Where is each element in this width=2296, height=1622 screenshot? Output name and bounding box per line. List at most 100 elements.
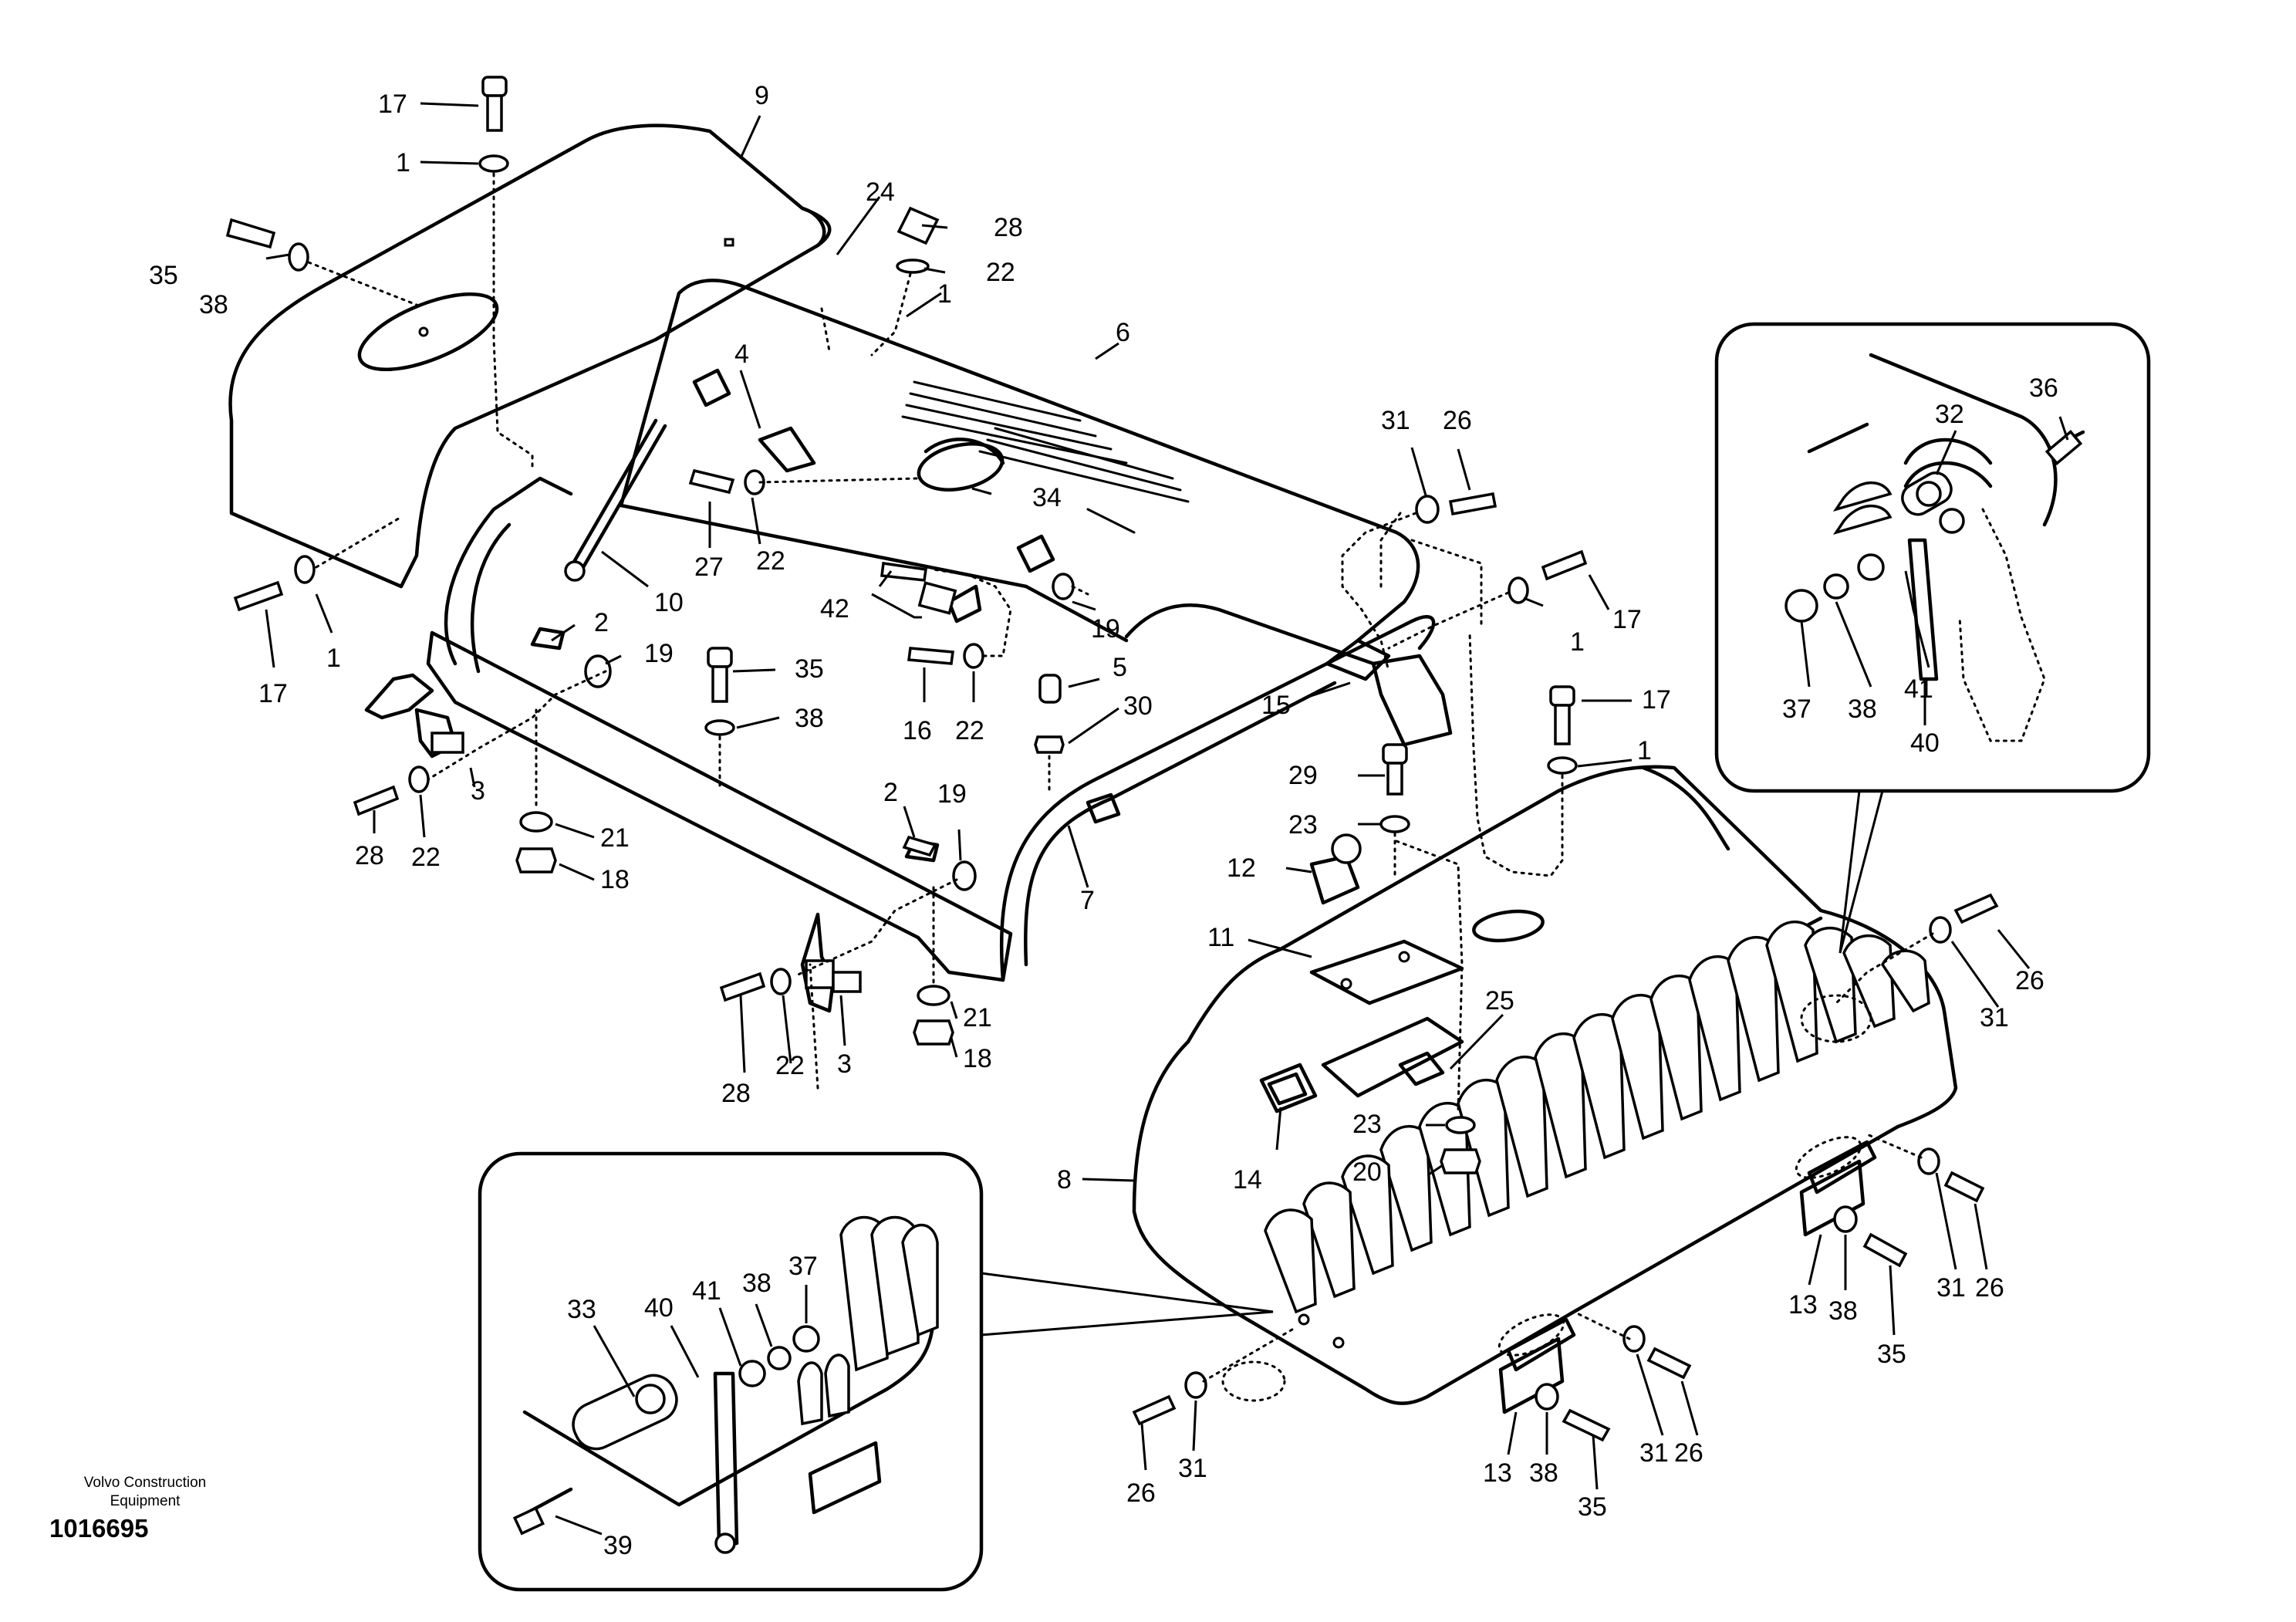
callout-31: 31 — [1178, 1454, 1207, 1483]
drawing-number: 1016695 — [49, 1514, 149, 1543]
callout-13: 13 — [1788, 1290, 1818, 1320]
detail-inset-left — [478, 1151, 1274, 1592]
callout-39: 39 — [603, 1531, 633, 1560]
callout-22: 22 — [986, 258, 1015, 287]
callout-37: 37 — [1782, 694, 1811, 724]
callout-21: 21 — [963, 1003, 992, 1032]
callout-27: 27 — [694, 552, 724, 582]
callout-1: 1 — [1637, 736, 1652, 765]
callout-21: 21 — [600, 823, 630, 853]
hood-cover-part-9 — [228, 123, 832, 589]
latch-assembly-center — [800, 912, 862, 1013]
callout-23: 23 — [1352, 1110, 1382, 1139]
callout-38: 38 — [1828, 1296, 1858, 1326]
latch-assembly-left — [364, 673, 464, 759]
plate-part-11 — [1309, 939, 1464, 1005]
callout-35: 35 — [149, 261, 178, 290]
callout-13: 13 — [1483, 1458, 1512, 1488]
callout-40: 40 — [644, 1293, 674, 1323]
publisher-line-2: Equipment — [110, 1493, 181, 1509]
callout-41: 41 — [692, 1276, 721, 1306]
callout-17: 17 — [1642, 685, 1671, 715]
callout-4: 4 — [734, 340, 749, 369]
callout-35: 35 — [795, 654, 824, 684]
callout-38: 38 — [1848, 694, 1877, 724]
callout-23: 23 — [1288, 810, 1318, 840]
callout-31: 31 — [1936, 1273, 1966, 1303]
callout-19: 19 — [644, 639, 674, 668]
callout-17: 17 — [258, 679, 288, 708]
callout-9: 9 — [755, 81, 769, 110]
callout-2: 2 — [594, 608, 609, 637]
rear-cover-vent-slots — [1264, 921, 1930, 1314]
callout-33: 33 — [567, 1295, 596, 1324]
callout-25: 25 — [1485, 986, 1514, 1015]
callout-35: 35 — [1578, 1492, 1607, 1522]
rear-cover-hinges — [1221, 994, 1877, 1414]
callout-37: 37 — [788, 1252, 818, 1281]
callout-19: 19 — [1091, 614, 1120, 644]
callout-3: 3 — [471, 776, 485, 806]
lock-plate-part-14 — [1259, 1063, 1318, 1113]
inset-link-part-40 — [1907, 538, 1939, 681]
callout-labels: 17 1 9 35 38 24 28 22 1 6 4 34 27 22 10 … — [149, 81, 2058, 1560]
callout-38: 38 — [199, 290, 228, 319]
callout-26: 26 — [2015, 966, 2044, 995]
callout-2: 2 — [883, 778, 898, 807]
callout-30: 30 — [1123, 691, 1153, 721]
assembly-lines — [307, 172, 1934, 1383]
callout-35: 35 — [1877, 1340, 1906, 1369]
rear-cover-part-8 — [1132, 765, 1958, 1405]
callout-18: 18 — [600, 865, 630, 894]
callout-3: 3 — [837, 1049, 852, 1079]
fasteners — [225, 76, 1999, 1442]
callout-28: 28 — [721, 1079, 751, 1108]
callout-1: 1 — [937, 279, 952, 309]
callout-11: 11 — [1207, 923, 1234, 952]
callout-31: 31 — [1980, 1003, 2009, 1032]
callout-17: 17 — [378, 90, 407, 119]
callout-28: 28 — [994, 213, 1023, 242]
callout-5: 5 — [1113, 653, 1127, 682]
lock-part-12 — [1309, 854, 1360, 905]
detail-inset-right — [1714, 322, 2151, 954]
callout-38: 38 — [742, 1269, 772, 1298]
callout-26: 26 — [1443, 406, 1472, 435]
callout-7: 7 — [1080, 886, 1095, 915]
callout-31: 31 — [1639, 1438, 1669, 1468]
callout-22: 22 — [756, 546, 785, 576]
callout-14: 14 — [1233, 1165, 1262, 1195]
frame-part-7 — [426, 476, 1453, 982]
callout-36: 36 — [2029, 373, 2058, 403]
center-cover-part-6 — [619, 279, 1420, 643]
callout-28: 28 — [355, 841, 384, 870]
callout-1: 1 — [396, 148, 410, 177]
callout-24: 24 — [866, 177, 895, 207]
callout-29: 29 — [1288, 761, 1318, 790]
callout-38: 38 — [795, 704, 824, 733]
hinge-brackets — [530, 368, 1055, 863]
leader-lines — [265, 102, 2069, 1536]
stay-rod-part-10 — [564, 418, 667, 582]
callout-42: 42 — [820, 594, 849, 623]
callout-17: 17 — [1612, 605, 1642, 634]
callout-26: 26 — [1674, 1438, 1703, 1468]
callout-10: 10 — [654, 588, 684, 617]
callout-15: 15 — [1261, 691, 1291, 720]
louvre-slots — [901, 380, 1190, 534]
callout-34: 34 — [1032, 483, 1062, 512]
callout-41: 41 — [1904, 674, 1933, 704]
callout-22: 22 — [411, 843, 441, 872]
callout-38: 38 — [1529, 1458, 1558, 1488]
callout-8: 8 — [1057, 1165, 1072, 1195]
callout-1: 1 — [326, 644, 341, 673]
callout-26: 26 — [1126, 1478, 1156, 1508]
callout-26: 26 — [1975, 1273, 2004, 1303]
callout-16: 16 — [903, 716, 932, 745]
callout-19: 19 — [937, 779, 967, 809]
callout-6: 6 — [1116, 318, 1130, 347]
callout-22: 22 — [955, 716, 984, 745]
callout-18: 18 — [963, 1044, 992, 1073]
callout-32: 32 — [1935, 400, 1964, 429]
